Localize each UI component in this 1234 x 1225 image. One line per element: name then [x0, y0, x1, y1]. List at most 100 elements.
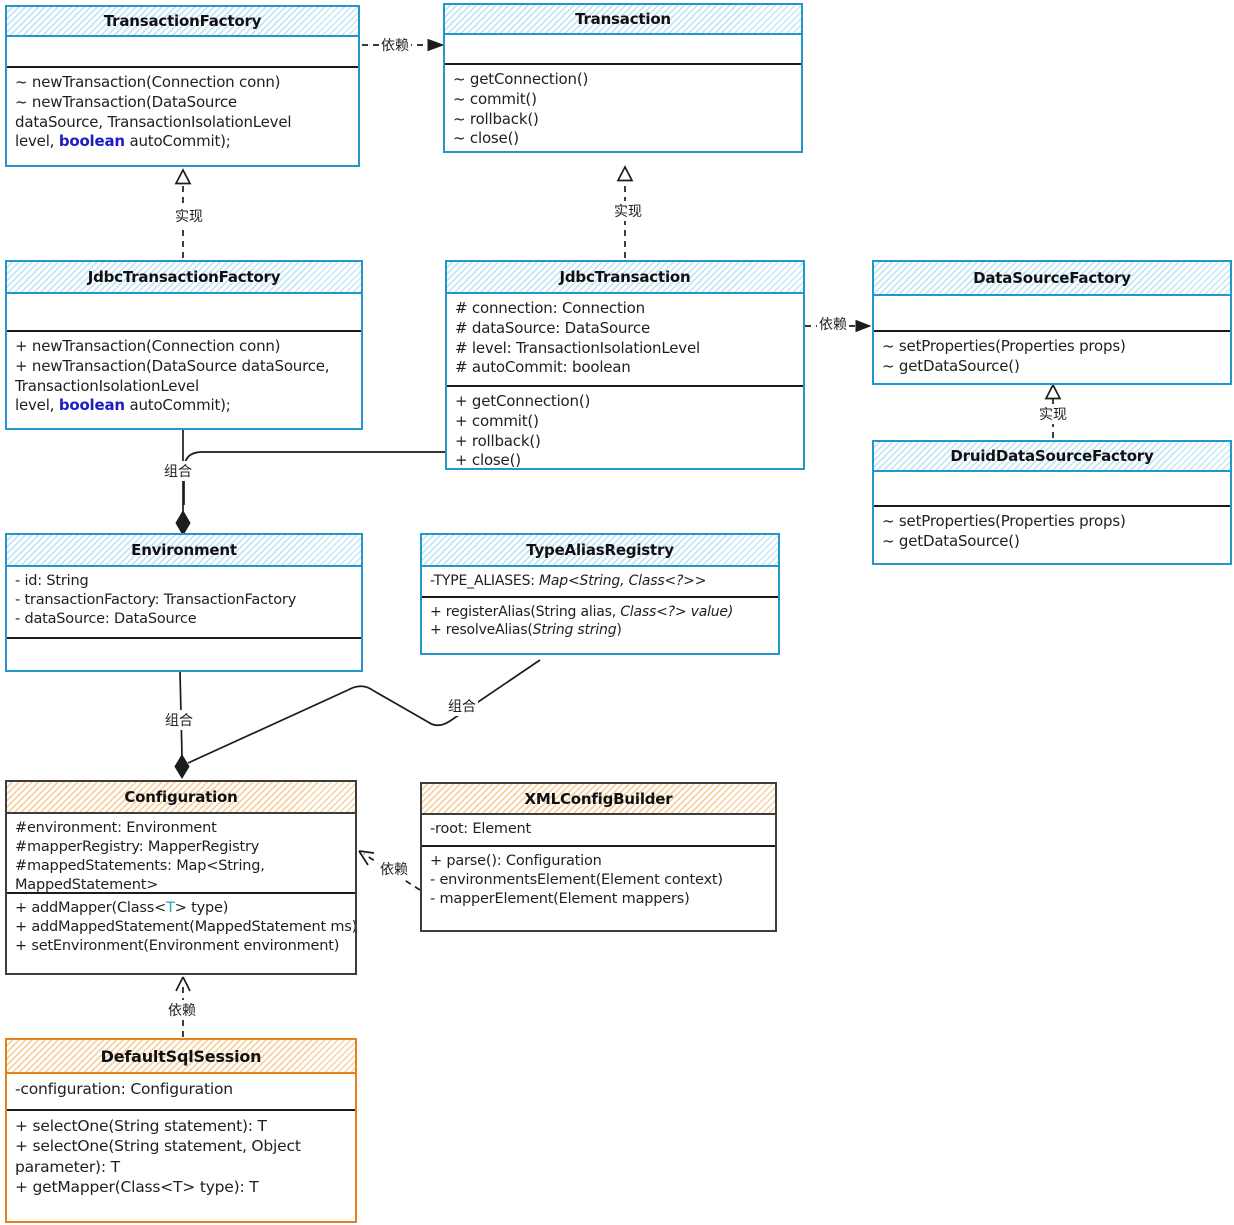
relationship-label-comp-tar-cfg: 组合	[446, 696, 478, 716]
member-line: level, boolean autoCommit);	[15, 396, 353, 416]
class-title-jdbc-transaction: JdbcTransaction	[447, 262, 803, 294]
member-line: + commit()	[455, 412, 795, 432]
composition-diamond-icon	[175, 510, 191, 536]
member-run: level,	[15, 396, 59, 415]
member-run: ~ getDataSource()	[882, 356, 1020, 375]
class-methods-type-alias-registry: + registerAlias(String alias, Class<?> v…	[422, 598, 778, 653]
member-run: -TYPE_ALIASES:	[430, 573, 540, 589]
class-box-transaction-factory[interactable]: TransactionFactory ~ newTransaction(Conne…	[5, 5, 360, 167]
connector-branch-jdbctransaction-environment	[183, 451, 445, 505]
class-box-jdbc-transaction-factory[interactable]: JdbcTransactionFactory + newTransaction(C…	[5, 260, 363, 430]
class-box-data-source-factory[interactable]: DataSourceFactory~ setProperties(Propert…	[872, 260, 1232, 385]
member-run: - id: String	[15, 573, 89, 589]
member-run: # dataSource: DataSource	[455, 318, 650, 337]
class-methods-data-source-factory: ~ setProperties(Properties props)~ getDa…	[874, 332, 1230, 383]
member-line: + getMapper(Class<T> type): T	[15, 1177, 347, 1197]
member-line: + selectOne(String statement): T	[15, 1116, 347, 1136]
member-line: - transactionFactory: TransactionFactory	[15, 591, 353, 610]
member-run: + newTransaction(Connection conn)	[15, 337, 281, 355]
class-box-transaction[interactable]: Transaction~ getConnection()~ commit()~ …	[443, 3, 803, 153]
class-methods-transaction-factory: ~ newTransaction(Connection conn)~ newTr…	[7, 68, 358, 165]
member-line: MappedStatement>	[15, 876, 347, 894]
member-line: + getConnection()	[455, 392, 795, 412]
member-line: level, boolean autoCommit);	[15, 132, 350, 152]
member-line: ~ commit()	[453, 90, 793, 110]
arrowhead-filled-icon	[427, 38, 445, 52]
member-run: MappedStatement>	[15, 877, 159, 894]
composition-diamond-icon	[174, 754, 190, 779]
member-run: - transactionFactory: TransactionFactory	[15, 592, 297, 609]
member-run: + commit()	[455, 411, 539, 430]
class-attributes-environment: - id: String - transactionFactory: Transa…	[7, 567, 361, 639]
member-run: - dataSource: DataSource	[15, 611, 197, 628]
member-run: + selectOne(String statement): T	[15, 1117, 267, 1135]
class-methods-xml-config-builder: + parse(): Configuration - environmentsEl…	[422, 847, 775, 930]
member-run: + addMapper(Class<	[15, 900, 167, 916]
member-line: dataSource, TransactionIsolationLevel	[15, 113, 350, 133]
member-line: + registerAlias(String alias, Class<?> v…	[430, 603, 770, 621]
relationship-label-real-jt-t: 实现	[612, 201, 644, 221]
class-methods-transaction: ~ getConnection()~ commit()~ rollback()~…	[445, 65, 801, 151]
relationship-label-real-ddsf-dsf: 实现	[1037, 404, 1069, 424]
member-run: autoCommit);	[124, 396, 231, 415]
relationship-label-comp-jtf-env: 组合	[162, 461, 194, 481]
class-box-xml-config-builder[interactable]: XMLConfigBuilder-root: Element+ parse():…	[420, 782, 777, 932]
class-methods-environment	[7, 639, 361, 670]
member-line: - environmentsElement(Element context)	[430, 871, 767, 890]
class-attributes-transaction	[445, 35, 801, 65]
class-box-type-alias-registry[interactable]: TypeAliasRegistry-TYPE_ALIASES: Map<Stri…	[420, 533, 780, 655]
member-line: ~ close()	[453, 129, 793, 149]
member-run: ~ getDataSource()	[882, 531, 1020, 550]
member-line: ~ getConnection()	[453, 70, 793, 90]
member-line: parameter): T	[15, 1157, 347, 1177]
class-title-xml-config-builder: XMLConfigBuilder	[422, 784, 775, 815]
member-line: + newTransaction(Connection conn)	[15, 337, 353, 357]
member-run: + newTransaction(DataSource dataSource,	[15, 356, 330, 375]
class-attributes-druid-data-source-factory	[874, 472, 1230, 507]
arrowhead-filled-icon	[855, 319, 872, 333]
class-methods-configuration: + addMapper(Class<T> type)+ addMappedSta…	[7, 894, 355, 973]
member-run: + rollback()	[455, 431, 541, 450]
class-box-jdbc-transaction[interactable]: JdbcTransaction # connection: Connection#…	[445, 260, 805, 470]
member-run: + close()	[455, 451, 521, 468]
relationship-label-comp-env-cfg: 组合	[163, 710, 195, 730]
member-line: + addMapper(Class<T> type)	[15, 899, 347, 918]
class-attributes-type-alias-registry: -TYPE_ALIASES: Map<String, Class<?>>	[422, 567, 778, 598]
member-line: TransactionIsolationLevel	[15, 377, 353, 397]
member-line: + selectOne(String statement, Object	[15, 1136, 347, 1156]
member-line: ~ getDataSource()	[882, 357, 1222, 377]
member-run: ~ commit()	[453, 89, 537, 108]
relationship-label-dep-tf-transaction: 依赖	[379, 35, 411, 55]
relationship-label-dep-dss-cfg: 依赖	[166, 1000, 198, 1020]
member-run: dataSource, TransactionIsolationLevel	[15, 112, 292, 131]
class-box-configuration[interactable]: Configuration#environment: Environment#m…	[5, 780, 357, 975]
arrowhead-open-icon	[175, 976, 191, 992]
member-line: # connection: Connection	[455, 299, 795, 319]
member-run: + selectOne(String statement, Object	[15, 1137, 301, 1156]
member-line: #environment: Environment	[15, 819, 347, 838]
arrowhead-hollow-triangle-icon	[174, 168, 192, 185]
class-methods-jdbc-transaction: + getConnection()+ commit()+ rollback()+…	[447, 387, 803, 468]
member-run: + parse(): Configuration	[430, 853, 602, 869]
arrowhead-hollow-triangle-icon	[1044, 383, 1062, 400]
arrowhead-open-icon	[358, 850, 375, 866]
class-methods-jdbc-transaction-factory: + newTransaction(Connection conn)+ newTr…	[7, 332, 361, 428]
member-run-kw: boolean	[58, 132, 125, 151]
class-attributes-jdbc-transaction-factory	[7, 294, 361, 332]
member-run: + getMapper(Class<T> type): T	[15, 1178, 259, 1197]
class-box-druid-data-source-factory[interactable]: DruidDataSourceFactory~ setProperties(Pr…	[872, 440, 1232, 565]
member-line: # dataSource: DataSource	[455, 319, 795, 339]
connector-composition-typealiasregistry-configuration	[187, 659, 541, 764]
member-line: ~ newTransaction(DataSource	[15, 93, 350, 113]
class-title-type-alias-registry: TypeAliasRegistry	[422, 535, 778, 567]
member-line: + resolveAlias(String string)	[430, 621, 770, 639]
class-title-jdbc-transaction-factory: JdbcTransactionFactory	[7, 262, 361, 294]
class-title-transaction-factory: TransactionFactory	[7, 7, 358, 37]
class-box-default-sql-session[interactable]: DefaultSqlSession-configuration: Configu…	[5, 1038, 357, 1223]
member-run: > type)	[174, 900, 229, 916]
class-box-environment[interactable]: Environment- id: String- transactionFact…	[5, 533, 363, 672]
member-run-it: Map<String, Class<?>>	[539, 573, 707, 589]
member-run: #mapperRegistry: MapperRegistry	[15, 839, 260, 856]
member-line: #mapperRegistry: MapperRegistry	[15, 838, 347, 857]
member-line: + rollback()	[455, 432, 795, 452]
